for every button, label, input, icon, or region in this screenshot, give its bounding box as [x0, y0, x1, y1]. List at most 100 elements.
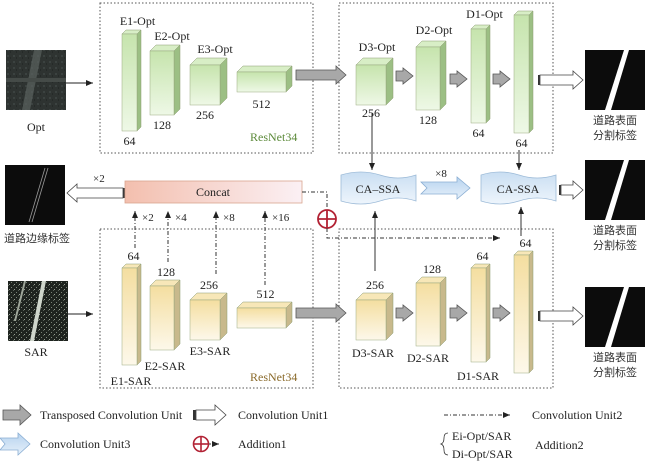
legend-addition2: Addition2 — [535, 438, 584, 452]
opt-encoder-channels-2: 128 — [153, 118, 171, 132]
sar-encoder-block-4 — [236, 301, 293, 329]
sar-decoder-name-1: D3-SAR — [352, 346, 394, 360]
edge-label: 道路边缘标签 — [4, 231, 70, 245]
output-label-image-opt — [585, 50, 645, 110]
sar-label: SAR — [24, 345, 47, 359]
sar-encoder-name-3: E3-SAR — [190, 344, 231, 358]
sar-encoder-channels-3: 256 — [200, 278, 218, 292]
opt-label: Opt — [27, 120, 46, 134]
sar-decoder-channels-4: 64 — [520, 236, 532, 250]
output-label-line2-opt: 分割标签 — [593, 128, 637, 142]
addition-to-d1sar-line — [326, 228, 500, 241]
sar-encoder-block-2 — [149, 279, 181, 351]
output-label-line1-opt: 道路表面 — [593, 113, 637, 127]
legend-conv-unit3-icon — [0, 432, 31, 456]
opt-encoder-block-4 — [236, 65, 293, 93]
output-label-image-sar — [585, 287, 645, 347]
opt-encoder-name-1: E1-Opt — [120, 14, 156, 28]
legend-transposed-conv: Transposed Convolution Unit — [40, 408, 183, 422]
output-label-line2-sar: 分割标签 — [593, 365, 637, 379]
legend: Transposed Convolution Unit Convolution … — [0, 404, 622, 461]
opt-decoder-name-3: D1-Opt — [466, 7, 503, 21]
opt-encoder-name-3: E3-Opt — [197, 42, 233, 56]
opt-input-image — [6, 50, 66, 110]
legend-conv-unit2: Convolution Unit2 — [532, 408, 622, 422]
legend-conv-unit1: Convolution Unit1 — [238, 408, 328, 422]
conv1-arrow-edge-output-tail — [122, 188, 125, 198]
concat-inputs — [132, 211, 268, 285]
transposed-arrow-sar-d1-d0 — [492, 304, 511, 322]
ca-ssa-left-box — [340, 171, 417, 205]
legend-brace-icon — [439, 432, 449, 456]
opt-decoder-channels-4: 64 — [516, 136, 528, 150]
sar-input-image — [8, 281, 68, 341]
legend-transposed-conv-icon — [2, 404, 32, 426]
conv1-arrow-edge-output — [66, 183, 124, 203]
conv1-arrow-ca-output-tail — [559, 185, 562, 195]
ca-ssa-link-scale: ×8 — [435, 168, 447, 180]
conv-unit3-arrow — [420, 176, 471, 200]
opt-encoder-channels-4: 512 — [253, 97, 271, 111]
conv1-arrow-opt-output-tail — [538, 75, 541, 85]
legend-conv-unit3: Convolution Unit3 — [40, 437, 130, 451]
addition1-icon — [317, 209, 337, 229]
sar-decoder-name-3: D1-SAR — [457, 369, 499, 383]
transposed-arrow-opt-e4-d3 — [295, 65, 347, 85]
sar-decoder-block-4 — [513, 250, 534, 374]
legend-addition2-line1: Ei-Opt/SAR — [452, 429, 511, 443]
output-label-line1-fused: 道路表面 — [593, 223, 637, 237]
legend-addition2-line2: Di-Opt/SAR — [452, 447, 513, 461]
concat-label: Concat — [196, 185, 231, 199]
sar-encoder-block-3 — [189, 292, 228, 341]
output-label-image-fused — [585, 160, 645, 220]
conv1-arrow-sar-output — [539, 306, 584, 326]
opt-encoder-channels-1: 64 — [124, 134, 136, 148]
legend-addition1: Addition1 — [238, 437, 287, 451]
conv1-arrow-opt-output — [539, 70, 584, 90]
sar-encoder-name-2: E2-SAR — [145, 359, 186, 373]
sar-decoder-channels-2: 128 — [423, 262, 441, 276]
sar-decoder-name-2: D2-SAR — [407, 351, 449, 365]
ca-ssa-right-box — [480, 171, 557, 205]
opt-decoder-name-1: D3-Opt — [359, 40, 396, 54]
conv1-arrow-sar-output-tail — [538, 311, 541, 321]
concat-scale-2: ×4 — [175, 212, 187, 224]
legend-conv-unit1-icon — [193, 404, 227, 426]
sar-encoder-channels-2: 128 — [157, 265, 175, 279]
opt-decoder-block-4 — [513, 10, 534, 134]
transposed-arrow-opt-d2-d1 — [449, 70, 468, 88]
sar-encoder-channels-4: 512 — [257, 287, 275, 301]
ca-ssa-right-label: CA-SSA — [497, 182, 540, 196]
sar-encoder-channels-1: 64 — [128, 249, 140, 263]
sar-encoder-block-1 — [121, 263, 142, 366]
sar-encoder-box — [99, 228, 314, 389]
legend-addition1-icon — [192, 435, 219, 453]
output-label-line2-fused: 分割标签 — [593, 238, 637, 252]
opt-decoder-channels-3: 64 — [473, 126, 485, 140]
opt-encoder-block-1 — [121, 29, 142, 132]
concat-scale-3: ×8 — [223, 212, 235, 224]
sar-decoder-block-1 — [355, 292, 394, 341]
opt-decoder-block-1 — [355, 57, 394, 106]
concat-to-addition-line — [302, 191, 328, 208]
opt-encoder-channels-3: 256 — [196, 108, 214, 122]
opt-decoder-channels-2: 128 — [419, 113, 437, 127]
opt-decoder-block-3 — [470, 24, 491, 124]
edge-label-image — [5, 165, 65, 225]
sar-encoder-name-1: E1-SAR — [111, 374, 152, 388]
sar-decoder-channels-3: 64 — [477, 249, 489, 263]
concat-scale-4: ×16 — [272, 212, 290, 224]
conv1-arrow-ca-output — [560, 180, 584, 200]
concat-output-scale: ×2 — [93, 173, 105, 185]
opt-decoder-name-2: D2-Opt — [416, 23, 453, 37]
output-label-line1-sar: 道路表面 — [593, 350, 637, 364]
sar-decoder-block-3 — [470, 263, 491, 363]
opt-encoder-block-2 — [149, 44, 181, 116]
sar-backbone-label: ResNet34 — [250, 370, 297, 384]
concat-scale-1: ×2 — [142, 212, 154, 224]
transposed-arrow-sar-d3-d2 — [395, 304, 414, 322]
ca-ssa-left-label: CA–SSA — [356, 182, 401, 196]
transposed-arrow-opt-d3-d2 — [395, 67, 414, 85]
sar-decoder-channels-1: 256 — [366, 278, 384, 292]
